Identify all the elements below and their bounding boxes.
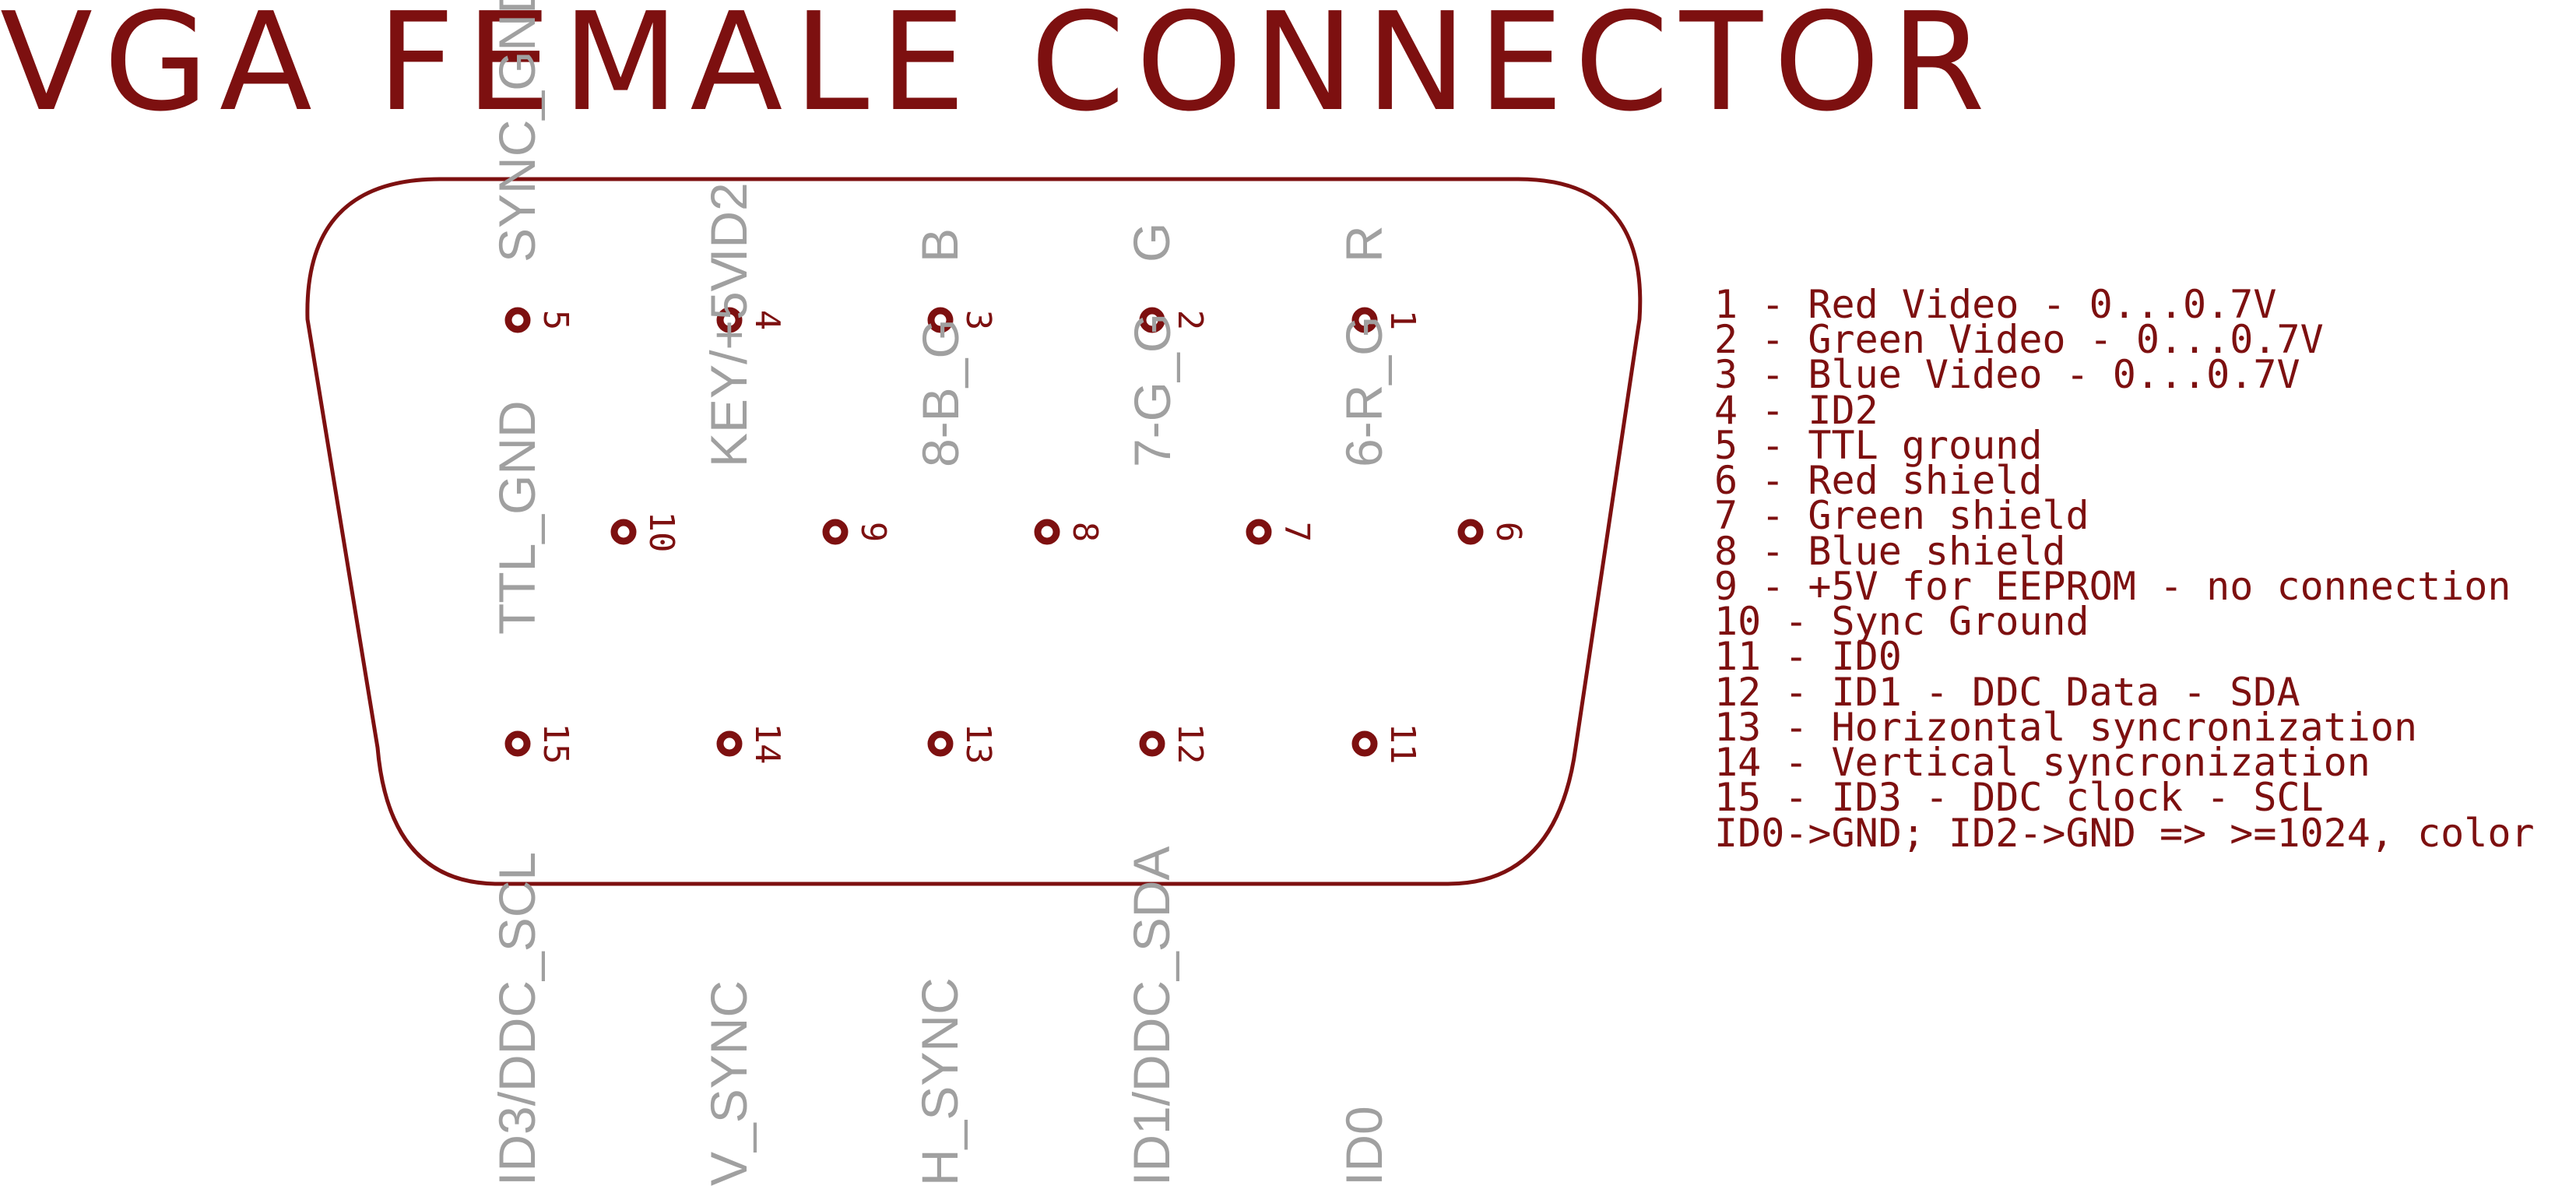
pin-8 [1034,519,1060,545]
legend-line: 3 - Blue Video - 0...0.7V [1714,352,2300,397]
pin-11 [1351,730,1378,757]
legend-line: 15 - ID3 - DDC clock - SCL [1714,775,2324,820]
pin-15 [504,730,531,757]
pin-number-12: 12 [1170,723,1210,765]
legend-line: ID0->GND; ID2->GND => >=1024, color [1714,811,2535,856]
pin-number-15: 15 [536,723,575,765]
pin-number-2: 2 [1170,310,1210,331]
legend-line: 7 - Green shield [1714,493,2089,538]
signal-label-pin-4: ID2 [700,182,757,262]
signal-label-pin-6: 6-R_G [1335,316,1393,467]
pin-12 [1139,730,1165,757]
pin-14 [716,730,743,757]
pin-number-3: 3 [958,310,998,331]
signal-label-pin-11: ID0 [1335,1106,1393,1186]
signal-label-pin-8: 8-B_G [912,318,969,467]
legend-line: 10 - Sync Ground [1714,599,2089,644]
legend-line: 12 - ID1 - DDC Data - SDA [1714,670,2300,715]
pin-number-4: 4 [747,310,787,331]
pin-2 [1139,307,1165,333]
legend-line: 2 - Green Video - 0...0.7V [1714,317,2324,362]
pin-number-13: 13 [958,723,998,765]
signal-label-pin-10: TTL_GND [488,400,546,635]
legend-line: 8 - Blue shield [1714,529,2066,574]
legend-line: 13 - Horizontal syncronization [1714,705,2417,750]
pin-number-8: 8 [1065,522,1105,543]
signal-label-pin-3: B [911,228,968,262]
legend-line: 6 - Red shield [1714,458,2042,503]
pin-number-7: 7 [1277,522,1316,543]
pin-legend: 1 - Red Video - 0...0.7V 2 - Green Video… [1714,282,2535,856]
pin-5 [504,307,531,333]
signal-label-pin-5: SYNC_GND [488,0,546,262]
pin-6 [1457,519,1484,545]
pin-number-14: 14 [747,723,787,765]
connector-shell-outline [305,177,1643,886]
pin-9 [822,519,849,545]
legend-line: 4 - ID2 [1714,388,1878,433]
pin-7 [1246,519,1272,545]
pin-13 [927,730,954,757]
signal-label-pin-9: KEY/+5V [700,257,757,467]
pin-number-9: 9 [853,522,893,543]
pin-4 [716,307,743,333]
legend-line: 11 - ID0 [1714,634,1902,679]
signal-label-pin-2: G [1123,223,1180,262]
signal-label-pin-7: 7-G_G [1123,313,1181,467]
pins-layer: 1 R 2 G 3 B 4 ID2 5 SYNC_GND 6 6-R_G 7 7-G_G 8 8-B_G 9 KE… [488,0,1528,1186]
legend-line: 14 - Vertical syncronization [1714,740,2370,785]
signal-label-pin-14: V_SYNC [700,980,757,1186]
signal-label-pin-12: ID1/DDC_SDA [1123,846,1180,1186]
signal-label-pin-13: H_SYNC [911,977,968,1186]
pin-number-6: 6 [1488,522,1528,543]
legend-line: 1 - Red Video - 0...0.7V [1714,282,2276,327]
pin-number-1: 1 [1383,310,1422,331]
pin-number-11: 11 [1383,723,1422,765]
pin-3 [927,307,954,333]
diagram-title: VGA FEMALE CONNECTOR [0,0,1996,142]
legend-line: 5 - TTL ground [1714,423,2042,468]
pin-number-10: 10 [641,512,681,553]
signal-label-pin-15: ID3/DDC_SCL [488,852,546,1186]
signal-label-pin-1: R [1335,225,1393,262]
pin-number-5: 5 [536,310,575,331]
legend-line: 9 - +5V for EEPROM - no connection [1714,564,2511,609]
pin-10 [610,519,637,545]
pin-1 [1351,307,1378,333]
